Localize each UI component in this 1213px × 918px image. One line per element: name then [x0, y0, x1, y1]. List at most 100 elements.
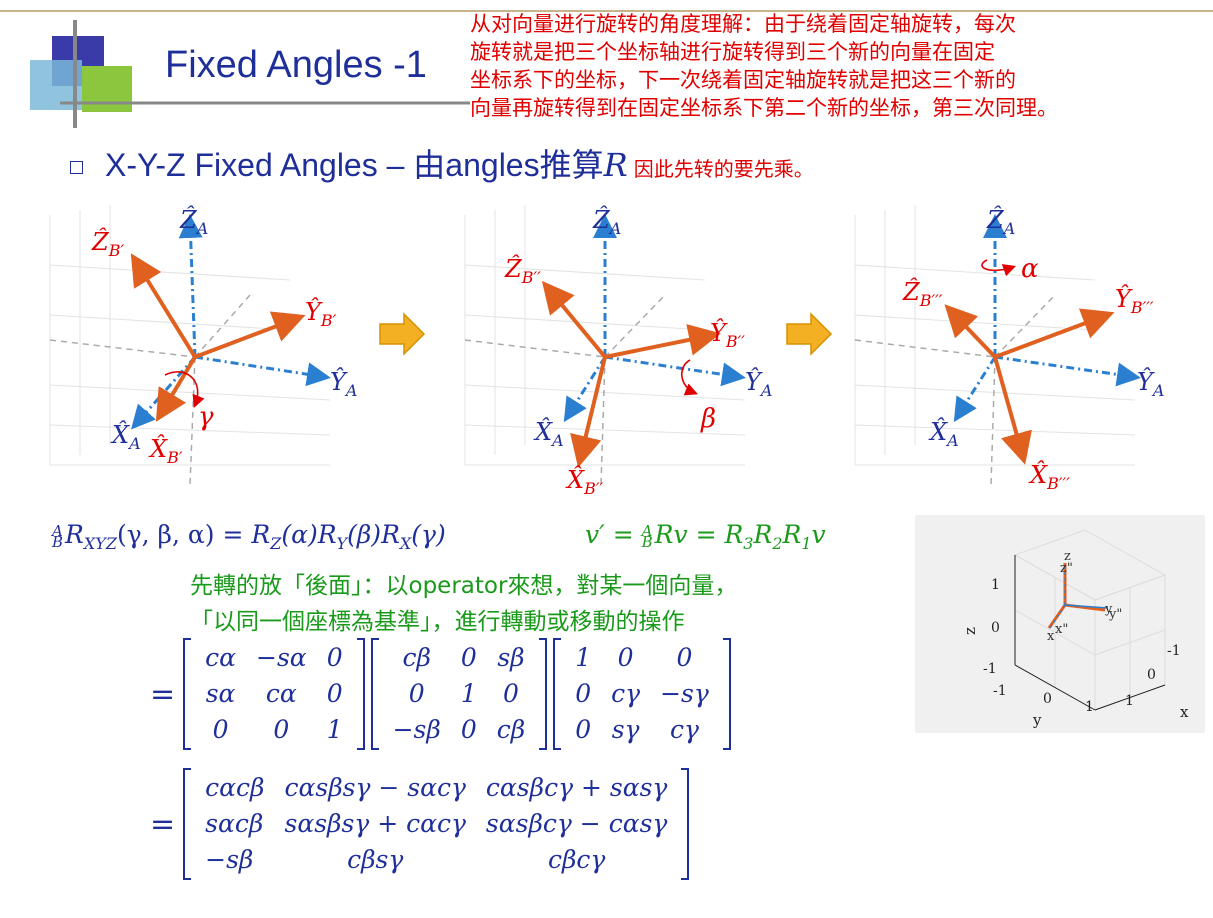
rotation-diagram-beta: ẐA ẐB′′ ŶB′′ ŶA X̂A X̂B′′ β — [464, 205, 772, 498]
matrix-cell: −sβ — [392, 715, 441, 744]
matrix-cell: 0 — [460, 715, 477, 744]
square-bullet-icon — [70, 161, 83, 175]
vformula-r1: 1 — [801, 534, 812, 553]
rotation-diagram-alpha: ẐA α ẐB′′′ ŶB′′′ ŶA X̂A X̂B′′′ — [854, 205, 1164, 493]
label-y-a: Ŷ — [1137, 367, 1155, 396]
svg-text:ŶA: ŶA — [745, 367, 772, 400]
vec-z2-label: z" — [1060, 561, 1073, 576]
rotation-diagram-gamma: ẐA ẐB′ ŶB′ ŶA X̂A X̂B′ γ — [49, 205, 357, 486]
label-z-b: Ẑ — [902, 277, 921, 306]
y-axis-label: y — [1032, 711, 1042, 729]
vformula-lhs: v′ = — [585, 520, 642, 549]
matrix-cell: cαcβ — [205, 773, 265, 802]
label-beta: β — [700, 404, 716, 434]
green-explanation-2: 「以同一個座標為基準」，進行轉動或移動的操作 — [190, 609, 685, 635]
matrix-cell: 0 — [503, 679, 519, 708]
matrix-cell: −sα — [256, 643, 307, 672]
bullet-text: X-Y-Z Fixed Angles – 由angles推算 — [105, 147, 604, 183]
vformula-v: v — [811, 520, 826, 549]
label-sub: A — [608, 219, 622, 238]
label-sub: B′ — [320, 311, 337, 330]
label-x-b: X̂ — [1028, 461, 1048, 489]
svg-text:X̂B′′: X̂B′′ — [565, 466, 603, 498]
label-sub: B′ — [108, 241, 125, 260]
x-tick: 0 — [1147, 667, 1156, 683]
label-sub: A — [550, 431, 564, 450]
svg-text:ẐA: ẐA — [986, 205, 1015, 238]
svg-text:ẐA: ẐA — [592, 205, 621, 238]
note-line: 从对向量进行旋转的角度理解：由于绕着固定轴旋转，每次 — [470, 12, 1016, 36]
label-x-b: X̂ — [565, 466, 585, 494]
vec-x-label: x — [1047, 629, 1055, 644]
vformula-sub: B — [641, 533, 653, 551]
note-line: 坐标系下的坐标，下一次绕着固定轴旋转就是把这三个新的 — [470, 68, 1016, 92]
matrix-cell: sβ — [497, 643, 525, 672]
y-tick: 1 — [1085, 699, 1094, 715]
z-tick: 0 — [991, 620, 1000, 636]
label-sub: B′′′ — [1130, 298, 1154, 317]
matrix-cell: cγ — [611, 679, 641, 708]
svg-text:ŶA: ŶA — [1137, 367, 1164, 400]
bullet-note: 因此先转的要先乘。 — [633, 157, 814, 181]
svg-text:X̂A: X̂A — [533, 418, 564, 450]
label-x-a: X̂ — [928, 418, 948, 446]
matrix-cell: 0 — [676, 643, 693, 672]
label-sub: B′′ — [725, 332, 745, 351]
label-z-b: Ẑ — [504, 254, 523, 283]
z-axis-label: z — [961, 627, 979, 635]
label-x-b: X̂ — [148, 435, 168, 463]
vec-x2-label: x" — [1055, 622, 1068, 637]
formula-ry: R — [317, 520, 337, 549]
matrix-cell: cαsβsγ − sαcγ — [284, 773, 466, 802]
header-decoration — [0, 10, 1213, 128]
matrix-cell: cβsγ — [347, 845, 404, 874]
next-arrow-icon — [379, 312, 426, 356]
label-z-a: Ẑ — [592, 205, 611, 234]
label-sub: A — [1151, 381, 1165, 400]
label-y-a: Ŷ — [330, 367, 348, 396]
matrix-cell: cγ — [669, 715, 699, 744]
next-arrow-icon — [786, 312, 833, 356]
label-sub: A — [759, 381, 773, 400]
svg-text:X̂B′′′: X̂B′′′ — [1028, 461, 1070, 493]
label-sub: A — [195, 219, 209, 238]
formula-rx: R — [381, 520, 400, 549]
svg-text:ŶB′: ŶB′ — [305, 297, 337, 330]
label-y-a: Ŷ — [745, 367, 763, 396]
label-z-b: Ẑ — [91, 227, 110, 256]
equals-sign: = — [150, 676, 176, 712]
label-sub: A — [127, 434, 141, 453]
formula-sup: A — [52, 522, 63, 540]
matrix-cell: cβ — [402, 643, 431, 672]
x-tick: 1 — [1125, 693, 1134, 709]
svg-text:ŶA: ŶA — [330, 367, 357, 400]
formula-rx-arg: (γ) — [411, 520, 446, 549]
rotation-symbol: R — [603, 146, 628, 184]
vformula-rhs: Rv = R — [654, 520, 744, 549]
matrix-cell: cβcγ — [547, 845, 606, 874]
label-x-a: X̂ — [110, 421, 130, 449]
label-z-a: Ẑ — [179, 205, 198, 234]
label-x-a: X̂ — [533, 418, 553, 446]
svg-text:X̂A: X̂A — [928, 418, 959, 450]
vformula-r2: 2 — [772, 534, 783, 553]
formula-r: R — [65, 520, 84, 549]
formula-rz-sub: Z — [270, 534, 282, 553]
matrix-cell: 0 — [408, 679, 425, 708]
matrix-cell: 1 — [326, 715, 343, 744]
label-z-a: Ẑ — [986, 205, 1005, 234]
svg-text:ẐB′: ẐB′ — [91, 227, 124, 260]
formula-rz-arg: (α) — [281, 520, 318, 549]
label-y-b: Ŷ — [305, 297, 323, 326]
y-tick: 0 — [1043, 691, 1052, 707]
rotation-formula: A B RXYZ(γ, β, α) = RZ(α)RY(β)RX(γ) — [52, 520, 446, 553]
label-y-b: Ŷ — [1115, 284, 1133, 313]
svg-text:ẐB′′: ẐB′′ — [504, 254, 541, 287]
x-tick: -1 — [1167, 643, 1181, 659]
matrix-cell: −sβ — [205, 845, 254, 874]
vec-y2-label: y" — [1108, 607, 1122, 622]
